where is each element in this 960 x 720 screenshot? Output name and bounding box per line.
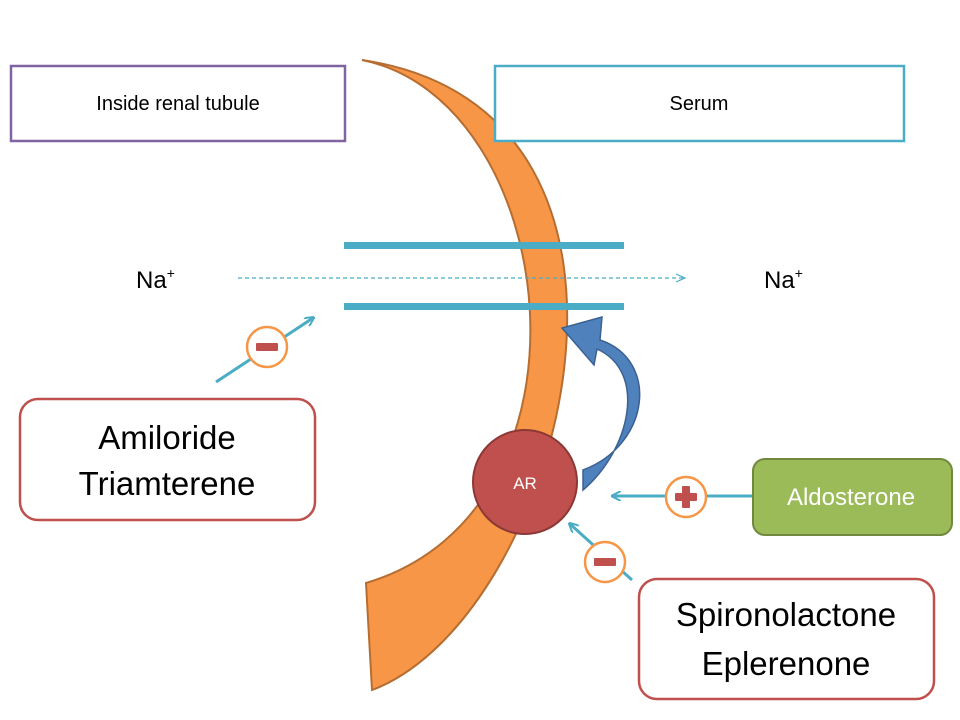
serum-label: Serum: [670, 93, 729, 115]
ar-antagonist-box: [637, 577, 936, 701]
receptor-label: AR: [513, 474, 537, 493]
drug-triamterene: Triamterene: [79, 465, 256, 502]
minus-sign-bar: [594, 558, 616, 566]
sodium-label-right: Na+: [764, 265, 803, 294]
sodium-label-left: Na+: [136, 265, 175, 294]
drug-amiloride: Amiloride: [98, 419, 236, 456]
drug-eplerenone: Eplerenone: [702, 645, 871, 682]
aldosterone-box: [752, 458, 953, 536]
aldosterone-receptor: [472, 429, 578, 535]
plus-sign-vertical: [682, 486, 690, 508]
enac-blocker-box: [18, 397, 317, 522]
channel-bottom-bar: [344, 303, 624, 310]
drug-spironolactone: Spironolactone: [676, 596, 896, 633]
channel-top-bar: [344, 242, 624, 249]
cell-membrane: [361, 59, 569, 692]
serum-box: [493, 64, 906, 143]
minus-sign-bar: [256, 343, 278, 351]
inside-tubule-label: Inside renal tubule: [96, 93, 259, 115]
curved-activation-arrow: [560, 315, 641, 492]
aldosterone-label: Aldosterone: [787, 484, 915, 511]
inside-tubule-box: [9, 64, 347, 143]
